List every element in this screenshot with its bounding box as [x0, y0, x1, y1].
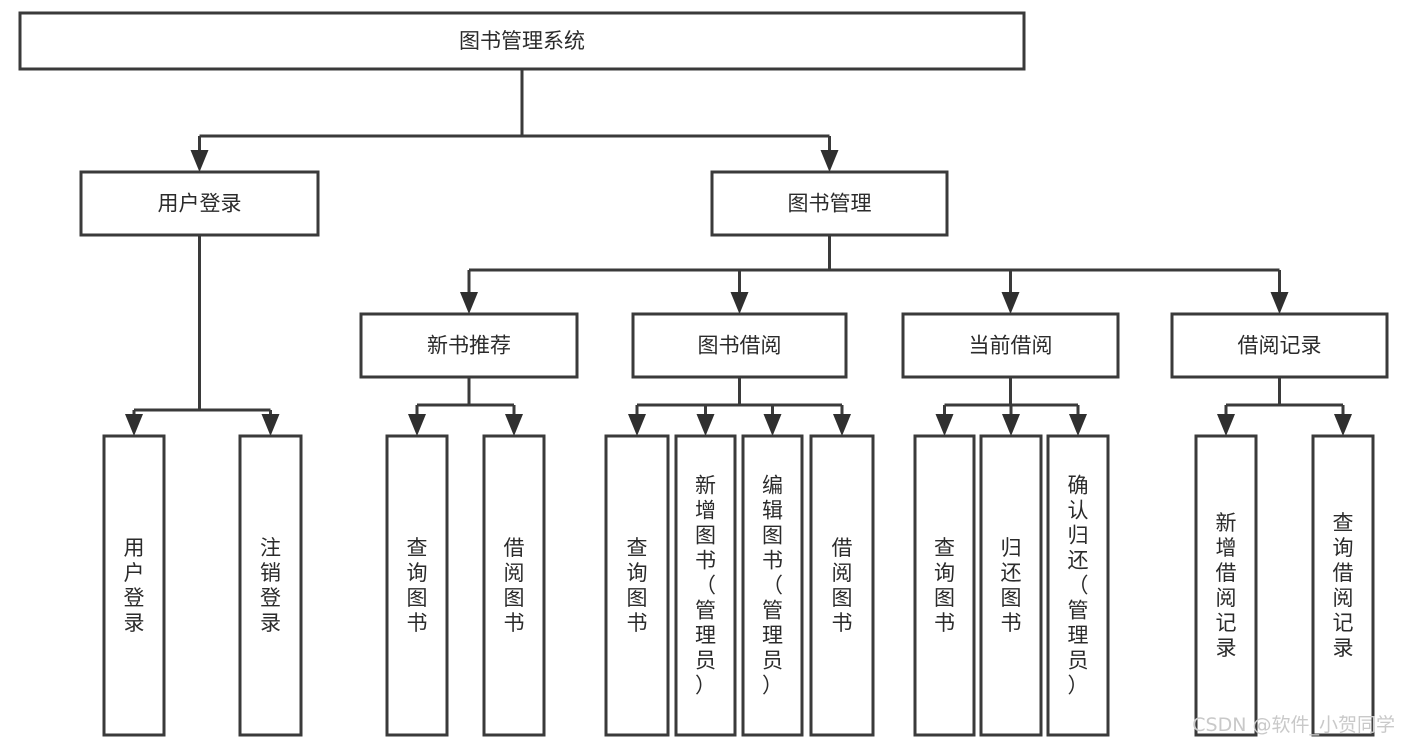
connector-current-borrow-arrow-2 — [1069, 414, 1087, 436]
node-label-leaf-edit-book-admin: 编辑图书（管理员） — [762, 474, 783, 698]
node-box-current-borrow — [901, 312, 1120, 379]
connector-layer — [125, 69, 1352, 436]
node-box-leaf-add-book-admin — [674, 434, 737, 737]
node-box-leaf-user-login — [102, 434, 166, 737]
csdn-watermark: CSDN @软件_小贺同学 — [1192, 714, 1395, 736]
connector-user-login-arrow-0 — [125, 414, 143, 436]
connector-current-borrow-arrow-1 — [1002, 414, 1020, 436]
connector-book-manage-arrow-1 — [730, 292, 749, 314]
node-box-new-book-rec — [359, 312, 579, 379]
node-box-leaf-add-borrow-record — [1194, 434, 1258, 737]
node-label-new-book-rec: 新书推荐 — [427, 334, 511, 358]
node-leaf-query-book-3[interactable]: 查询图书 — [913, 434, 976, 737]
connector-borrow-record-arrow-0 — [1217, 414, 1235, 436]
node-leaf-query-book-1[interactable]: 查询图书 — [385, 434, 449, 737]
node-user-login[interactable]: 用户登录 — [79, 170, 320, 237]
node-label-leaf-confirm-return-admin: 确认归还（管理员） — [1068, 474, 1089, 698]
node-leaf-query-borrow-record[interactable]: 查询借阅记录 — [1311, 434, 1375, 737]
connector-user-login-arrow-1 — [261, 414, 280, 436]
node-label-leaf-add-book-admin: 新增图书（管理员） — [695, 474, 716, 698]
node-book-borrow[interactable]: 图书借阅 — [631, 312, 848, 379]
node-label-current-borrow: 当前借阅 — [969, 334, 1053, 358]
connector-book-borrow-arrow-0 — [628, 414, 646, 436]
node-leaf-add-borrow-record[interactable]: 新增借阅记录 — [1194, 434, 1258, 737]
node-box-leaf-query-book-2 — [604, 434, 670, 737]
node-box-leaf-query-borrow-record — [1311, 434, 1375, 737]
connector-book-borrow-arrow-2 — [763, 414, 782, 436]
node-leaf-confirm-return-admin[interactable]: 确认归还（管理员） — [1046, 434, 1110, 737]
node-borrow-record[interactable]: 借阅记录 — [1170, 312, 1389, 379]
node-box-root — [18, 11, 1026, 71]
node-label-leaf-borrow-book-1: 借阅图书 — [504, 536, 525, 635]
connector-root-arrow-1 — [820, 150, 839, 172]
connector-book-borrow-arrow-1 — [696, 414, 715, 436]
node-label-book-borrow: 图书借阅 — [698, 334, 782, 358]
node-box-leaf-return-book — [979, 434, 1043, 737]
node-label-leaf-user-logout: 注销登录 — [260, 536, 281, 635]
connector-current-borrow-arrow-0 — [935, 414, 954, 436]
node-box-borrow-record — [1170, 312, 1389, 379]
node-label-root: 图书管理系统 — [459, 29, 585, 53]
node-current-borrow[interactable]: 当前借阅 — [901, 312, 1120, 379]
node-box-leaf-borrow-book-1 — [482, 434, 546, 737]
node-box-leaf-user-logout — [238, 434, 303, 737]
node-box-leaf-confirm-return-admin — [1046, 434, 1110, 737]
node-leaf-query-book-2[interactable]: 查询图书 — [604, 434, 670, 737]
connector-new-book-rec-arrow-1 — [505, 414, 523, 436]
connector-borrow-record-arrow-1 — [1334, 414, 1352, 436]
node-book-manage[interactable]: 图书管理 — [710, 170, 949, 237]
node-label-borrow-record: 借阅记录 — [1238, 334, 1322, 358]
node-label-leaf-query-book-3: 查询图书 — [934, 536, 955, 635]
node-layer: 图书管理系统用户登录图书管理新书推荐图书借阅当前借阅借阅记录用户登录注销登录查询… — [18, 11, 1389, 737]
node-label-leaf-borrow-book-2: 借阅图书 — [832, 536, 853, 635]
node-label-user-login: 用户登录 — [158, 192, 242, 216]
node-new-book-rec[interactable]: 新书推荐 — [359, 312, 579, 379]
connector-book-borrow-arrow-3 — [833, 414, 851, 436]
node-label-leaf-user-login: 用户登录 — [124, 536, 145, 635]
connector-root-arrow-0 — [190, 150, 209, 172]
node-box-leaf-query-book-1 — [385, 434, 449, 737]
connector-book-manage-arrow-0 — [460, 292, 478, 314]
node-label-leaf-query-book-1: 查询图书 — [407, 536, 428, 635]
node-label-leaf-add-borrow-record: 新增借阅记录 — [1216, 511, 1237, 660]
node-box-leaf-query-book-3 — [913, 434, 976, 737]
connector-book-manage-arrow-3 — [1270, 292, 1289, 314]
node-label-book-manage: 图书管理 — [788, 192, 872, 216]
node-box-leaf-borrow-book-2 — [809, 434, 875, 737]
node-label-leaf-query-book-2: 查询图书 — [627, 536, 648, 635]
node-box-leaf-edit-book-admin — [741, 434, 804, 737]
node-leaf-borrow-book-1[interactable]: 借阅图书 — [482, 434, 546, 737]
node-box-book-borrow — [631, 312, 848, 379]
node-label-leaf-query-borrow-record: 查询借阅记录 — [1333, 511, 1354, 660]
node-box-book-manage — [710, 170, 949, 237]
connector-book-manage-arrow-2 — [1001, 292, 1020, 314]
node-box-user-login — [79, 170, 320, 237]
node-leaf-user-logout[interactable]: 注销登录 — [238, 434, 303, 737]
node-leaf-user-login[interactable]: 用户登录 — [102, 434, 166, 737]
node-label-leaf-return-book: 归还图书 — [1001, 536, 1022, 635]
node-leaf-edit-book-admin[interactable]: 编辑图书（管理员） — [741, 434, 804, 737]
node-leaf-borrow-book-2[interactable]: 借阅图书 — [809, 434, 875, 737]
node-leaf-add-book-admin[interactable]: 新增图书（管理员） — [674, 434, 737, 737]
node-root[interactable]: 图书管理系统 — [18, 11, 1026, 71]
node-leaf-return-book[interactable]: 归还图书 — [979, 434, 1043, 737]
connector-new-book-rec-arrow-0 — [408, 414, 426, 436]
